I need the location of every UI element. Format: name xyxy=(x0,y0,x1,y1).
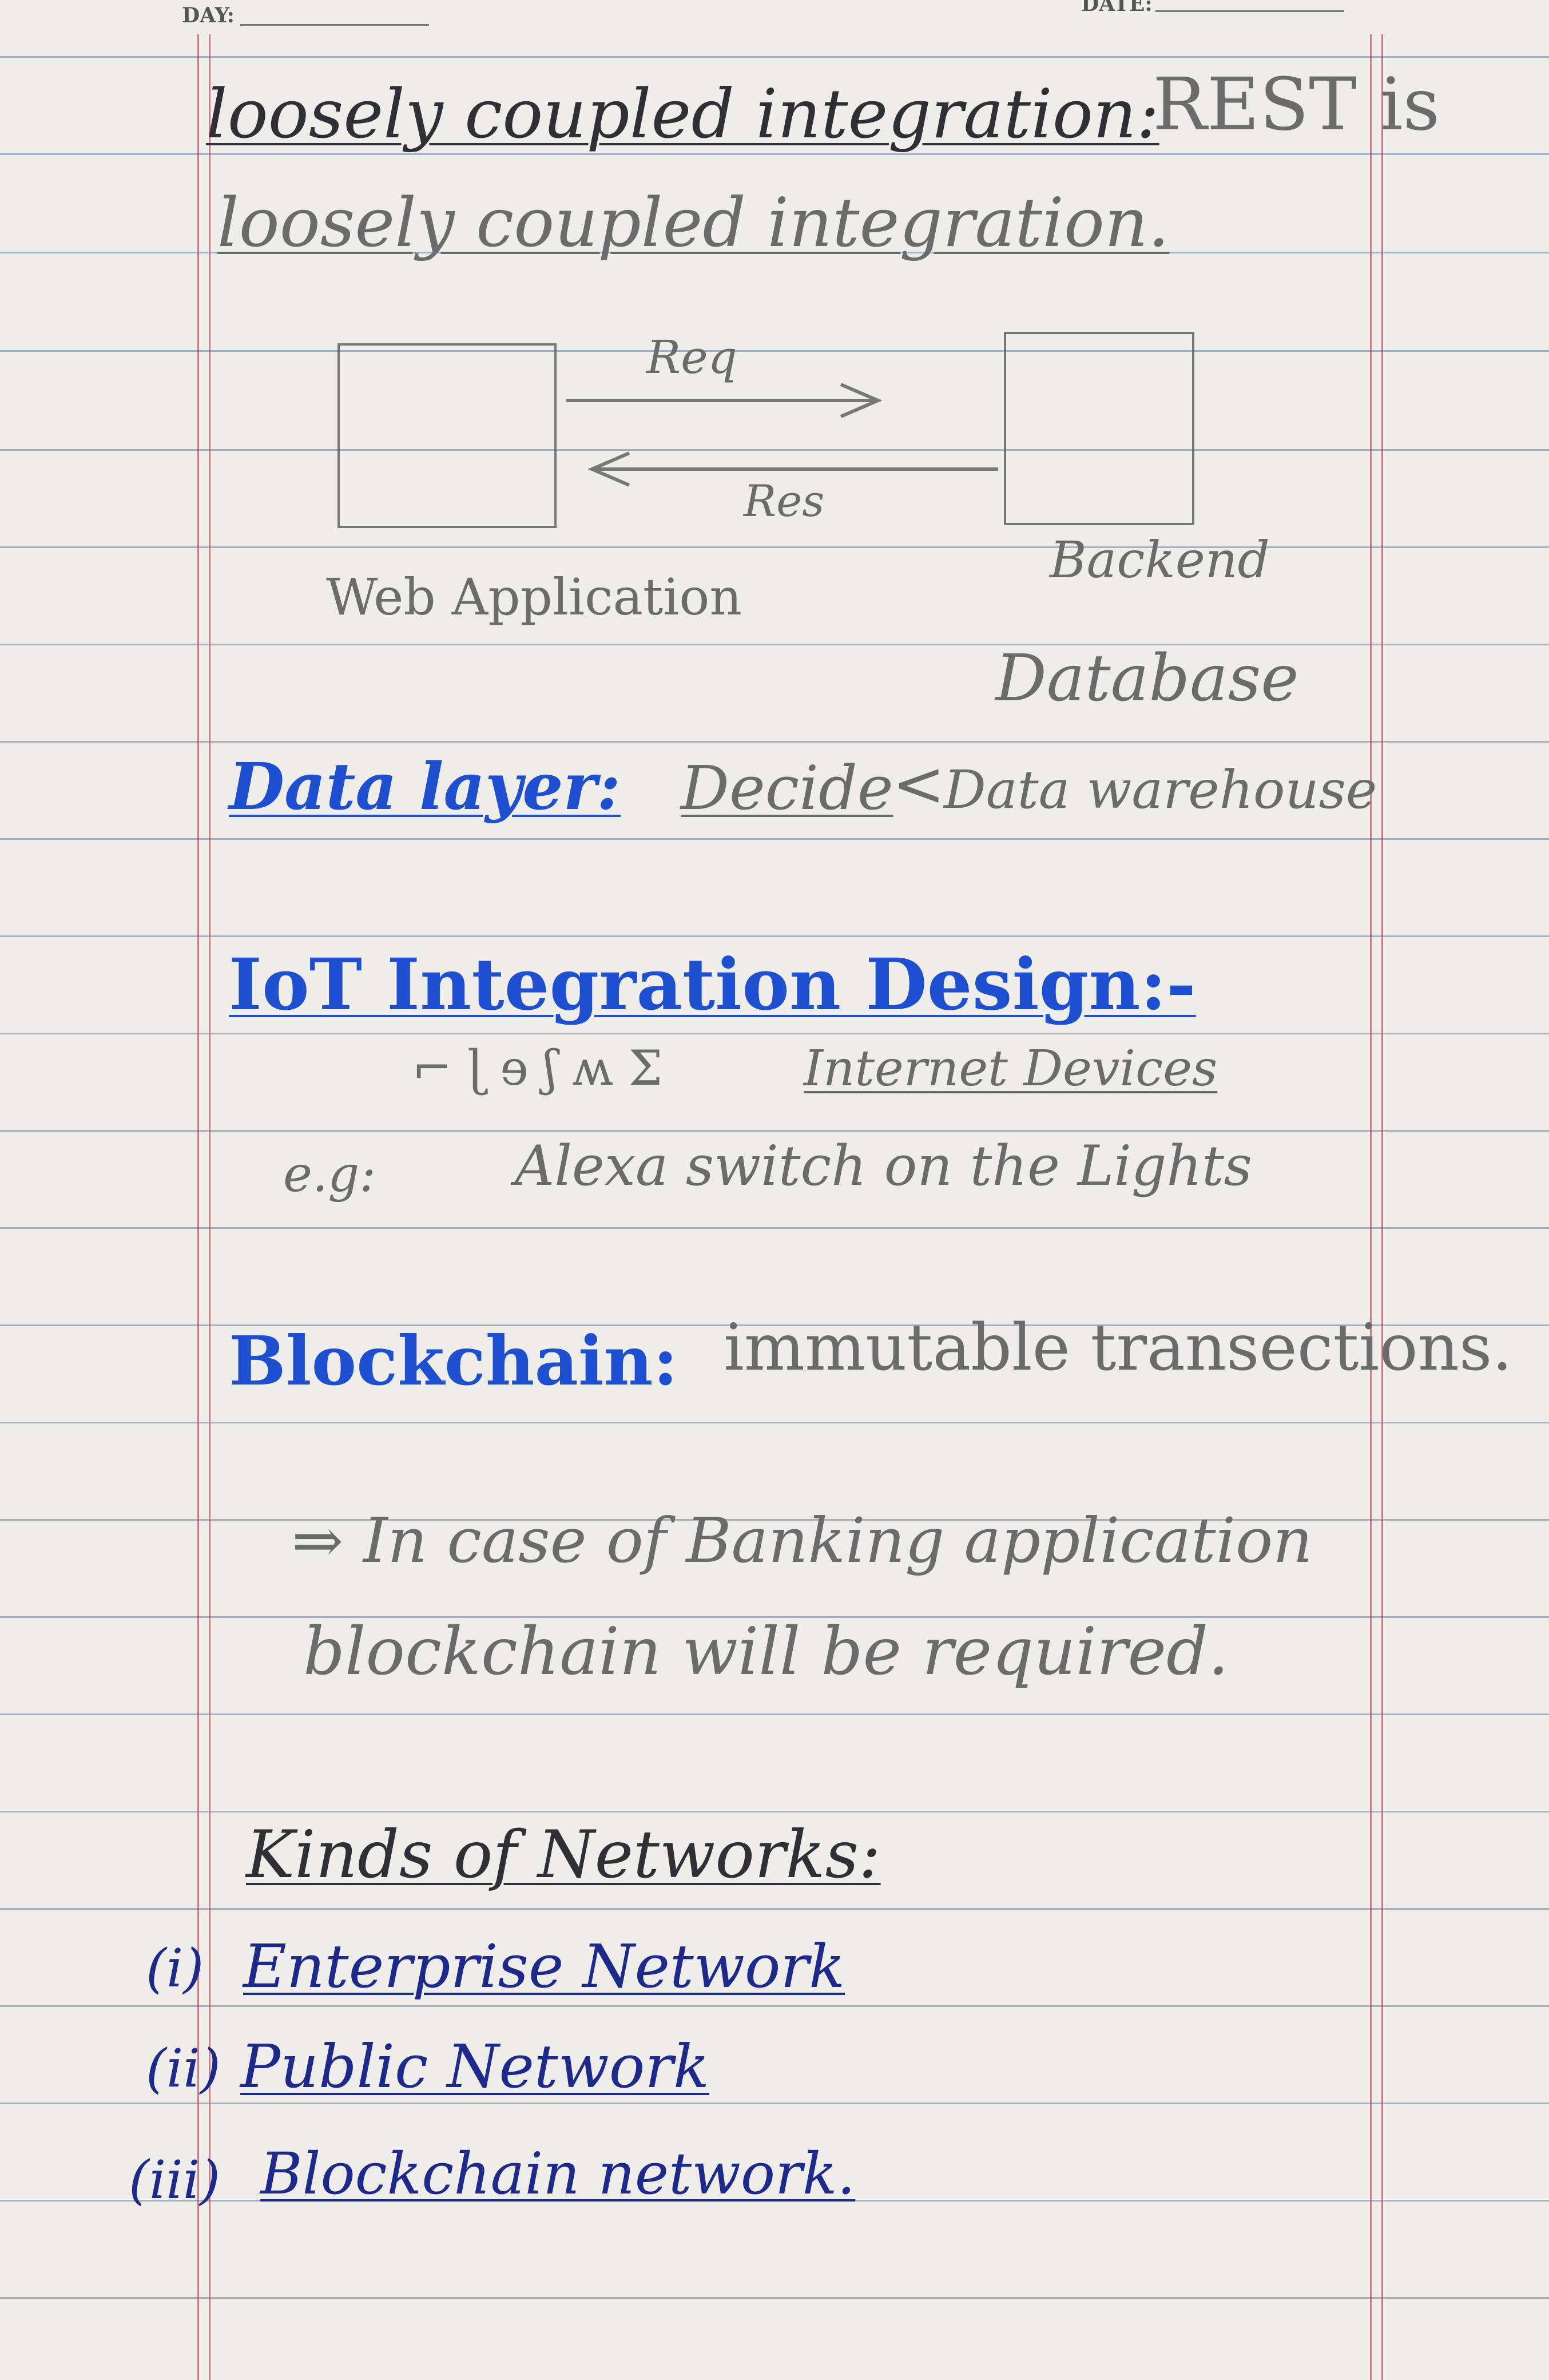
web-app-box xyxy=(337,343,557,528)
iot-example-prefix: e.g: xyxy=(283,1146,376,1203)
loose-line2: loosely coupled integration. xyxy=(217,183,1170,262)
iot-devices-note: Internet Devices xyxy=(804,1040,1218,1097)
iot-heading: IoT Integration Design:- xyxy=(229,943,1196,1026)
networks-heading: Kinds of Networks: xyxy=(246,1816,881,1893)
right-margin-line xyxy=(1370,34,1372,2380)
left-margin-line xyxy=(209,34,210,2380)
ruled-line xyxy=(0,741,1549,743)
ruled-line xyxy=(0,2200,1549,2202)
network-item-number: (i) xyxy=(146,1938,204,1999)
left-margin-line xyxy=(197,34,199,2380)
ruled-line xyxy=(0,935,1549,937)
ruled-line xyxy=(0,1811,1549,1812)
blockchain-note-line1: ⇒ In case of Banking application xyxy=(292,1505,1313,1577)
blockchain-note-line2: blockchain will be required. xyxy=(303,1613,1229,1689)
ruled-line xyxy=(0,838,1549,840)
blockchain-heading: Blockchain: xyxy=(229,1321,678,1401)
network-item-label: Enterprise Network xyxy=(243,1931,845,2001)
blockchain-text: immutable transections. xyxy=(724,1311,1512,1385)
iot-example-text: Alexa switch on the Lights xyxy=(515,1134,1253,1198)
ruled-line xyxy=(0,153,1549,155)
day-label: DAY: xyxy=(182,3,235,27)
ruled-line xyxy=(0,1908,1549,1910)
backend-box xyxy=(1004,332,1194,525)
ruled-line xyxy=(0,644,1549,645)
ruled-line xyxy=(0,2005,1549,2007)
res-label: Res xyxy=(744,475,825,526)
date-underline xyxy=(1155,10,1344,12)
ruled-line xyxy=(0,350,1549,352)
database-label: Database xyxy=(995,641,1299,716)
iot-squiggle: ⌐ ɭ ɘ ʃ ʍ Σ xyxy=(412,1040,663,1096)
ruled-line xyxy=(0,449,1549,451)
data-layer-heading: Data layer: xyxy=(229,749,621,824)
req-label: Req xyxy=(646,331,737,384)
ruled-line xyxy=(0,1130,1549,1132)
right-margin-line xyxy=(1381,34,1383,2380)
loose-line1-tail: REST is xyxy=(1153,62,1440,146)
ruled-line xyxy=(0,1519,1549,1521)
ruled-line xyxy=(0,1033,1549,1034)
ruled-line xyxy=(0,1324,1549,1326)
ruled-line xyxy=(0,56,1549,58)
network-item-label: Public Network xyxy=(240,2032,710,2101)
ruled-line xyxy=(0,1713,1549,1715)
loose-heading: loosely coupled integration: xyxy=(206,74,1159,153)
network-item-label: Blockchain network. xyxy=(260,2140,856,2207)
data-layer-text: Decide xyxy=(681,753,893,823)
ruled-line xyxy=(0,1422,1549,1423)
ruled-line xyxy=(0,2103,1549,2104)
date-label: DATE: xyxy=(1081,0,1153,16)
ruled-line xyxy=(0,1227,1549,1229)
ruled-line xyxy=(0,1616,1549,1618)
backend-label: Backend xyxy=(1050,530,1270,589)
ruled-line xyxy=(0,546,1549,548)
day-underline xyxy=(240,24,429,26)
network-item-number: (iii) xyxy=(129,2149,221,2211)
web-app-label: Web Application xyxy=(326,568,742,626)
data-layer-branch-symbol: < xyxy=(892,747,946,820)
data-layer-branch: Data warehouse xyxy=(944,759,1377,820)
ruled-line xyxy=(0,252,1549,253)
ruled-line xyxy=(0,2297,1549,2299)
network-item-number: (ii) xyxy=(146,2038,221,2099)
